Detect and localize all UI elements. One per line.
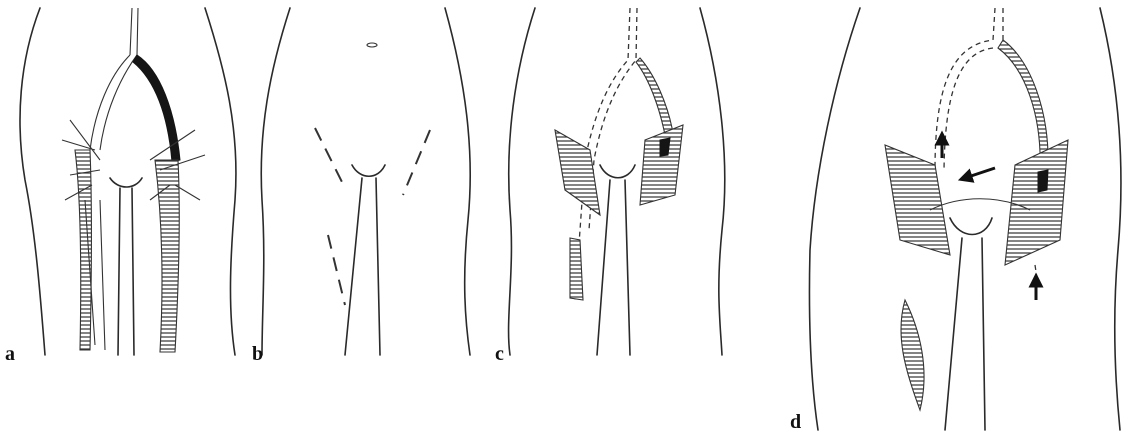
panel-a-perineum xyxy=(110,178,142,355)
panel-a-occluded-graft xyxy=(133,55,180,162)
panel-b-left-groin-incision xyxy=(315,128,345,188)
panel-b-right-groin-incision xyxy=(403,130,430,195)
panel-c-crossover-graft xyxy=(636,58,673,135)
panel-d-thigh-exposure xyxy=(901,300,924,410)
panel-b-perineum xyxy=(345,165,385,355)
panel-b-right-thigh-outline xyxy=(445,8,470,355)
panel-a-left-iliac xyxy=(90,55,137,150)
panel-d-left-thigh-outline xyxy=(809,8,860,430)
panel-a-right-thigh-outline xyxy=(205,8,236,355)
panel-d-graft-tunnel-inner xyxy=(944,48,993,170)
panel-d-right-thigh-outline xyxy=(1100,8,1121,430)
panel-d-crossover-graft xyxy=(998,40,1048,170)
panel-c-left-groin-exposure xyxy=(555,130,600,215)
panel-b: b xyxy=(252,8,470,365)
panel-d-flow-arrow-left xyxy=(965,168,995,178)
panel-d-right-groin-exposure xyxy=(1005,140,1068,265)
panel-d-letter: d xyxy=(790,411,801,433)
panel-d: d xyxy=(790,8,1121,433)
panel-a-aorta xyxy=(130,8,138,55)
panel-a: a xyxy=(5,8,236,365)
panel-d-perineum xyxy=(945,218,992,430)
panel-c-left-thigh-outline xyxy=(509,8,535,355)
panel-c-letter: c xyxy=(495,343,504,365)
panel-b-left-thigh-outline xyxy=(261,8,290,355)
panel-d-left-groin-exposure xyxy=(885,145,950,255)
panel-a-left-femoral-vessels xyxy=(75,150,92,350)
panel-b-letter: b xyxy=(252,343,263,365)
panel-c: c xyxy=(495,8,725,365)
panel-b-thigh-incision xyxy=(328,235,345,305)
panel-c-right-groin-exposure xyxy=(640,125,683,205)
panel-b-umbilicus xyxy=(367,43,377,47)
panel-a-letter: a xyxy=(5,343,15,365)
panel-a-right-femoral-vessels xyxy=(155,160,179,352)
panel-d-right-occlusion xyxy=(1038,170,1048,192)
panel-c-perineum xyxy=(597,165,635,355)
panel-c-right-thigh-outline xyxy=(700,8,725,355)
panel-a-left-thigh-outline xyxy=(20,8,45,355)
panel-c-thigh-exposure xyxy=(570,238,583,300)
panel-c-right-occlusion xyxy=(660,138,670,156)
